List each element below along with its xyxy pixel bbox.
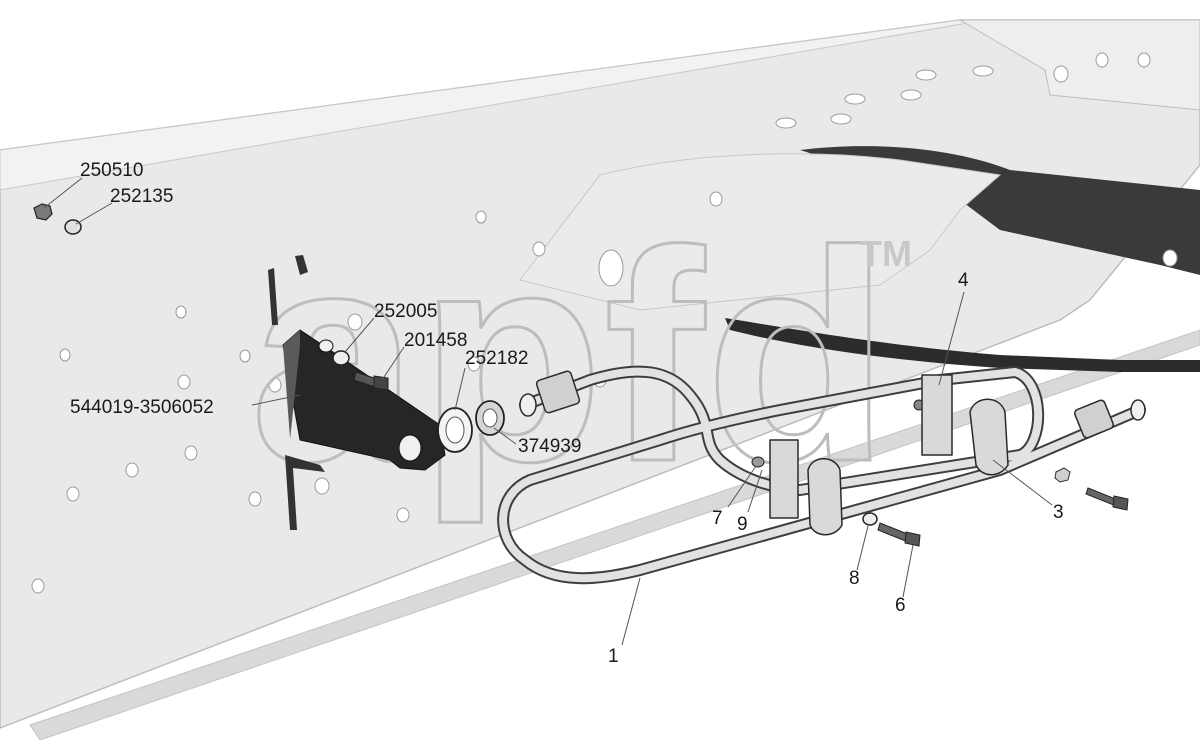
frame-hole [314,477,330,495]
label-252182: 252182 [465,348,528,369]
label-3: 3 [1053,502,1064,523]
frame-hole [467,356,481,372]
frame-hole [598,249,624,287]
label-544019-3506052: 544019-3506052 [70,397,214,418]
frame-hole [830,113,852,125]
bolt-right [1085,487,1129,511]
frame-hole [66,486,80,502]
frame-hole [844,93,866,105]
mounting-bracket [268,255,446,530]
frame-hole [1095,52,1109,68]
frame-hole [475,210,487,224]
callout-labels: 250510 252135 252005 201458 252182 54401… [70,160,1064,667]
frame-hole [59,348,71,362]
pipe-assembly [497,365,1146,585]
frame-holes [31,52,1178,594]
label-9: 9 [737,514,748,535]
label-252005: 252005 [374,301,437,322]
washer-252005 [332,350,350,366]
frame-hole [900,89,922,101]
frame-hole [347,313,363,331]
hardware [33,203,1129,547]
clamp-left [769,439,843,536]
frame-hole [248,491,262,507]
label-1: 1 [608,646,619,667]
frame-hole [268,377,282,393]
frame-hole [177,374,191,390]
label-4: 4 [958,270,969,291]
watermark-tm: TM [860,233,912,274]
label-8: 8 [849,568,860,589]
nut-250510 [33,203,53,221]
frame-hole [1137,52,1151,68]
frame-hole [175,305,187,319]
label-6: 6 [895,595,906,616]
label-7: 7 [712,508,723,529]
frame-hole [1162,249,1178,267]
label-374939: 374939 [518,436,581,457]
frame-hole [1053,65,1069,83]
frame-hole [532,241,546,257]
leader-lines [43,177,1053,646]
washer-8 [862,512,878,526]
label-250510: 250510 [80,160,143,181]
frame-hole [239,349,251,363]
pipe-fitting-right [1074,399,1146,439]
frame-hole [125,462,139,478]
clamp-3 [969,398,1009,476]
nut-right [1054,467,1071,483]
frame-hole [709,191,723,207]
frame-hole [915,69,937,81]
label-252135: 252135 [110,186,173,207]
clamp-4 [921,374,953,456]
label-201458: 201458 [404,330,467,351]
bolt-6 [877,522,921,547]
nut-7 [751,456,765,468]
frame-hole [31,578,45,594]
frame-hole [184,445,198,461]
frame-hole [396,507,410,523]
pipe-fitting-left [519,370,581,417]
frame-hole [972,65,994,77]
frame-hole [775,117,797,129]
